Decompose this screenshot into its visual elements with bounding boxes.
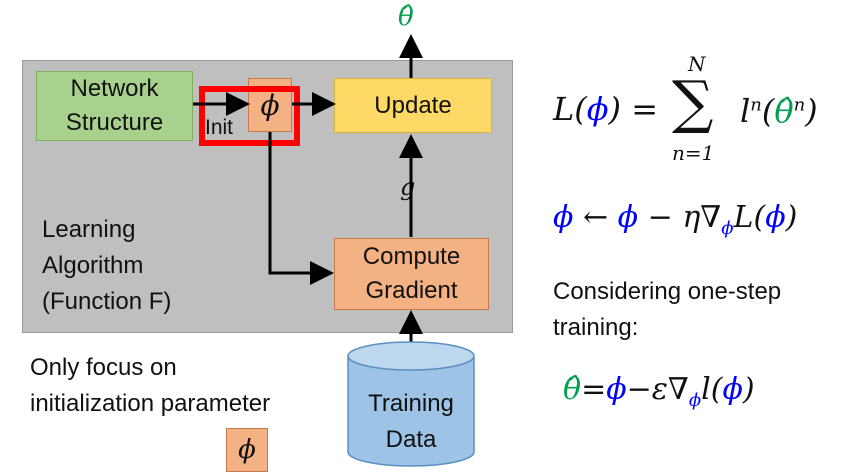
init-label: Init xyxy=(205,116,234,139)
compute-gradient-line2: Gradient xyxy=(365,277,458,304)
loss-term-l: l xyxy=(740,92,751,130)
one-step-equation: θ̂=ϕ−ε∇ϕl(ϕ) xyxy=(563,372,755,411)
update-rule-close: ) xyxy=(785,200,798,235)
focus-note-line1: Only focus on xyxy=(30,354,177,381)
one-step-sub-phi: ϕ xyxy=(688,390,702,411)
training-data-cylinder xyxy=(347,341,475,467)
learning-algorithm-line1: Learning xyxy=(42,216,136,243)
loss-term: ln(θ̂n) xyxy=(740,92,818,130)
one-step-eq: = xyxy=(581,372,607,407)
one-step-phi1: ϕ xyxy=(606,372,627,407)
considering-text: Considering one-step training: xyxy=(553,274,781,346)
phi-small-box: ϕ xyxy=(226,428,268,472)
network-structure-box: Network Structure xyxy=(36,71,193,141)
focus-note: Only focus on initialization parameter xyxy=(30,350,270,422)
loss-term-theta: θ̂ xyxy=(774,92,794,130)
compute-gradient-line1: Compute xyxy=(362,243,461,270)
update-rule-phi1: ϕ xyxy=(553,200,574,235)
learning-algorithm-line3: (Function F) xyxy=(42,288,172,315)
update-rule-arrow: ← xyxy=(573,200,618,235)
one-step-theta: θ̂ xyxy=(563,372,582,407)
sum-upper-limit: N xyxy=(688,52,706,76)
update-box: Update xyxy=(334,78,492,133)
considering-line1: Considering one-step xyxy=(553,278,782,305)
training-data-line2: Data xyxy=(385,426,437,453)
loss-term-theta-n: n xyxy=(793,94,806,116)
sum-lower-limit: n=1 xyxy=(672,141,715,165)
network-structure-line1: Network xyxy=(70,75,159,102)
network-structure-line2: Structure xyxy=(65,109,164,136)
sum-symbol: ∑ xyxy=(672,68,714,136)
loss-term-open: ( xyxy=(761,92,775,130)
learning-algorithm-label: Learning Algorithm (Function F) xyxy=(42,212,171,320)
update-rule-minus: − η∇ xyxy=(638,200,722,235)
arrow-phi-to-compute xyxy=(268,132,334,285)
training-data-label: Training Data xyxy=(348,386,474,458)
loss-equation: L(ϕ) = xyxy=(553,90,658,128)
update-rule-sub-phi: ϕ xyxy=(721,218,734,239)
learning-algorithm-line2: Algorithm xyxy=(42,252,144,279)
update-rule-phi3: ϕ xyxy=(765,200,786,235)
one-step-l: l( xyxy=(701,372,723,407)
init-highlight-rect xyxy=(199,86,300,146)
loss-lhs-phi: ϕ xyxy=(586,90,609,128)
one-step-minus: −ε∇ xyxy=(626,372,689,407)
update-rule-phi2: ϕ xyxy=(617,200,639,235)
theta-hat-output: θ̂ xyxy=(398,2,414,32)
update-rule-equation: ϕ ← ϕ − η∇ϕL(ϕ) xyxy=(553,200,797,239)
loss-term-close: ) xyxy=(805,92,818,130)
one-step-phi2: ϕ xyxy=(722,372,743,407)
update-rule-L: L( xyxy=(733,200,766,235)
training-data-line1: Training xyxy=(368,390,454,417)
loss-lhs-close: ) = xyxy=(608,90,659,128)
considering-line2: training: xyxy=(553,314,639,341)
loss-lhs-L: L( xyxy=(553,90,587,128)
compute-gradient-box: Compute Gradient xyxy=(334,238,489,310)
focus-note-line2: initialization parameter xyxy=(30,390,271,417)
one-step-close: ) xyxy=(742,372,755,407)
loss-term-n: n xyxy=(750,94,762,116)
